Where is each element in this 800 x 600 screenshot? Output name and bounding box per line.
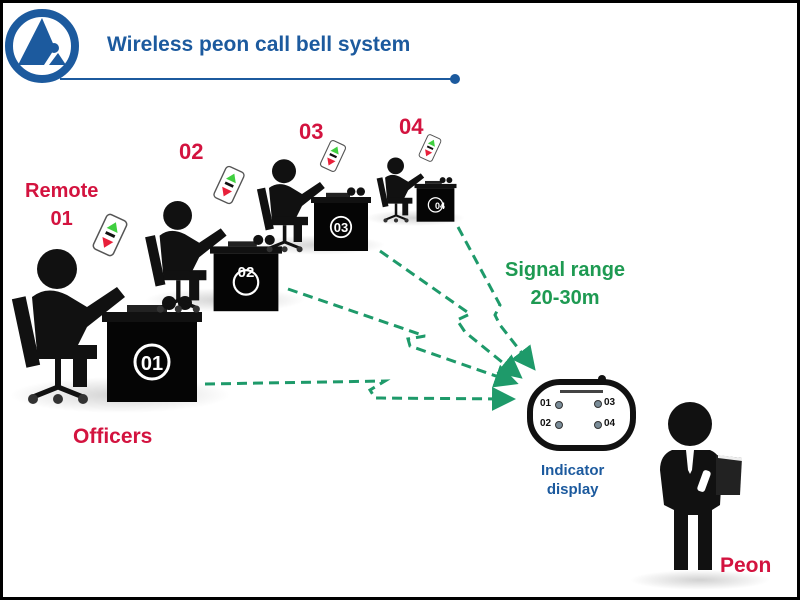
signal-path-04 [456, 226, 536, 371]
desk-number-01: 01 [141, 353, 163, 375]
signal-range-line1: Signal range [505, 259, 626, 281]
desk-number-03: 03 [334, 220, 348, 235]
indicator-label-line1: Indicator [541, 462, 605, 479]
signal-range-label: Signal range 20-30m [505, 256, 625, 312]
page-title: Wireless peon call bell system [107, 33, 411, 56]
indicator-lamp-03 [594, 400, 602, 408]
diagram-canvas: 01 02 03 04 [3, 3, 797, 597]
remote-label-02: 02 [179, 139, 204, 164]
remote-label: Remote 01 [25, 177, 98, 233]
remote-02-icon [212, 164, 246, 206]
indicator-lamp-02 [555, 421, 563, 429]
logo-icon [5, 9, 79, 83]
signal-range-line2: 20-30m [530, 287, 600, 309]
indicator-display [527, 375, 636, 451]
indicator-label-01: 01 [540, 398, 552, 409]
indicator-lamp-01 [555, 401, 563, 409]
desk-number-04: 04 [435, 201, 445, 211]
signal-paths [204, 226, 536, 411]
signal-path-02 [287, 287, 519, 388]
indicator-label-04: 04 [604, 418, 616, 429]
remote-label-line1: Remote [25, 180, 99, 202]
header-underline-dot [450, 74, 460, 84]
peon-figure [660, 402, 742, 570]
remote-label-line2: 01 [50, 208, 73, 230]
remote-label-04: 04 [399, 114, 424, 139]
diagram-artwork: 01 02 03 04 [5, 9, 770, 590]
desk-number-02: 02 [238, 264, 255, 281]
signal-path-03 [379, 249, 523, 379]
remote-03-icon [318, 139, 348, 173]
peon-label: Peon [720, 554, 772, 577]
indicator-lamp-04 [594, 421, 602, 429]
indicator-label: Indicator display [541, 461, 604, 499]
officers-label: Officers [73, 425, 153, 448]
indicator-label-02: 02 [540, 418, 552, 429]
signal-path-01 [204, 379, 516, 411]
indicator-label-03: 03 [604, 397, 616, 408]
indicator-label-line2: display [546, 481, 599, 498]
remote-label-03: 03 [299, 119, 324, 144]
